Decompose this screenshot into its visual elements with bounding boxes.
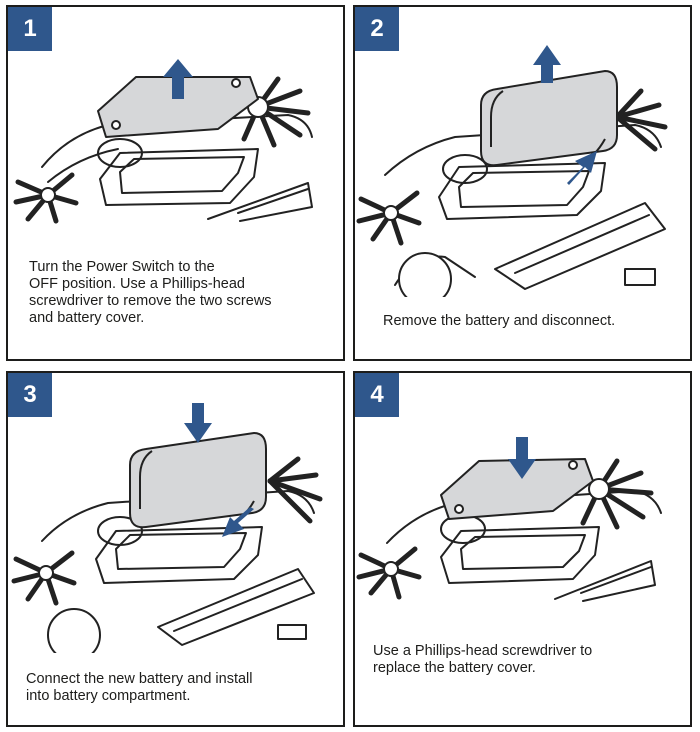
- step-panel-4: 4 Use a Phillips-head screwdriver to rep…: [353, 371, 692, 727]
- step-number-badge: 4: [355, 373, 399, 417]
- battery-removal-illustration: [356, 45, 668, 297]
- step-panel-3: 3 Connect the new battery and install in…: [6, 371, 345, 727]
- step-number-badge: 3: [8, 373, 52, 417]
- step-instruction: Remove the battery and disconnect.: [383, 313, 616, 329]
- step-number-badge: 2: [355, 7, 399, 51]
- step-number-badge: 1: [8, 7, 52, 51]
- step-panel-1: 1 Turn the Power Switch to the OFF posit…: [6, 5, 345, 361]
- step-instruction: Connect the new battery and install into…: [26, 671, 253, 704]
- battery-cover-removal-illustration: [13, 59, 313, 224]
- battery-cover-replace-illustration: [356, 437, 662, 602]
- step-instruction: Turn the Power Switch to the OFF positio…: [29, 259, 272, 326]
- step-instruction: Use a Phillips-head screwdriver to repla…: [373, 643, 593, 676]
- step-panel-2: 2 Remove the battery and disconnect.: [353, 5, 692, 361]
- battery-install-illustration: [11, 403, 323, 653]
